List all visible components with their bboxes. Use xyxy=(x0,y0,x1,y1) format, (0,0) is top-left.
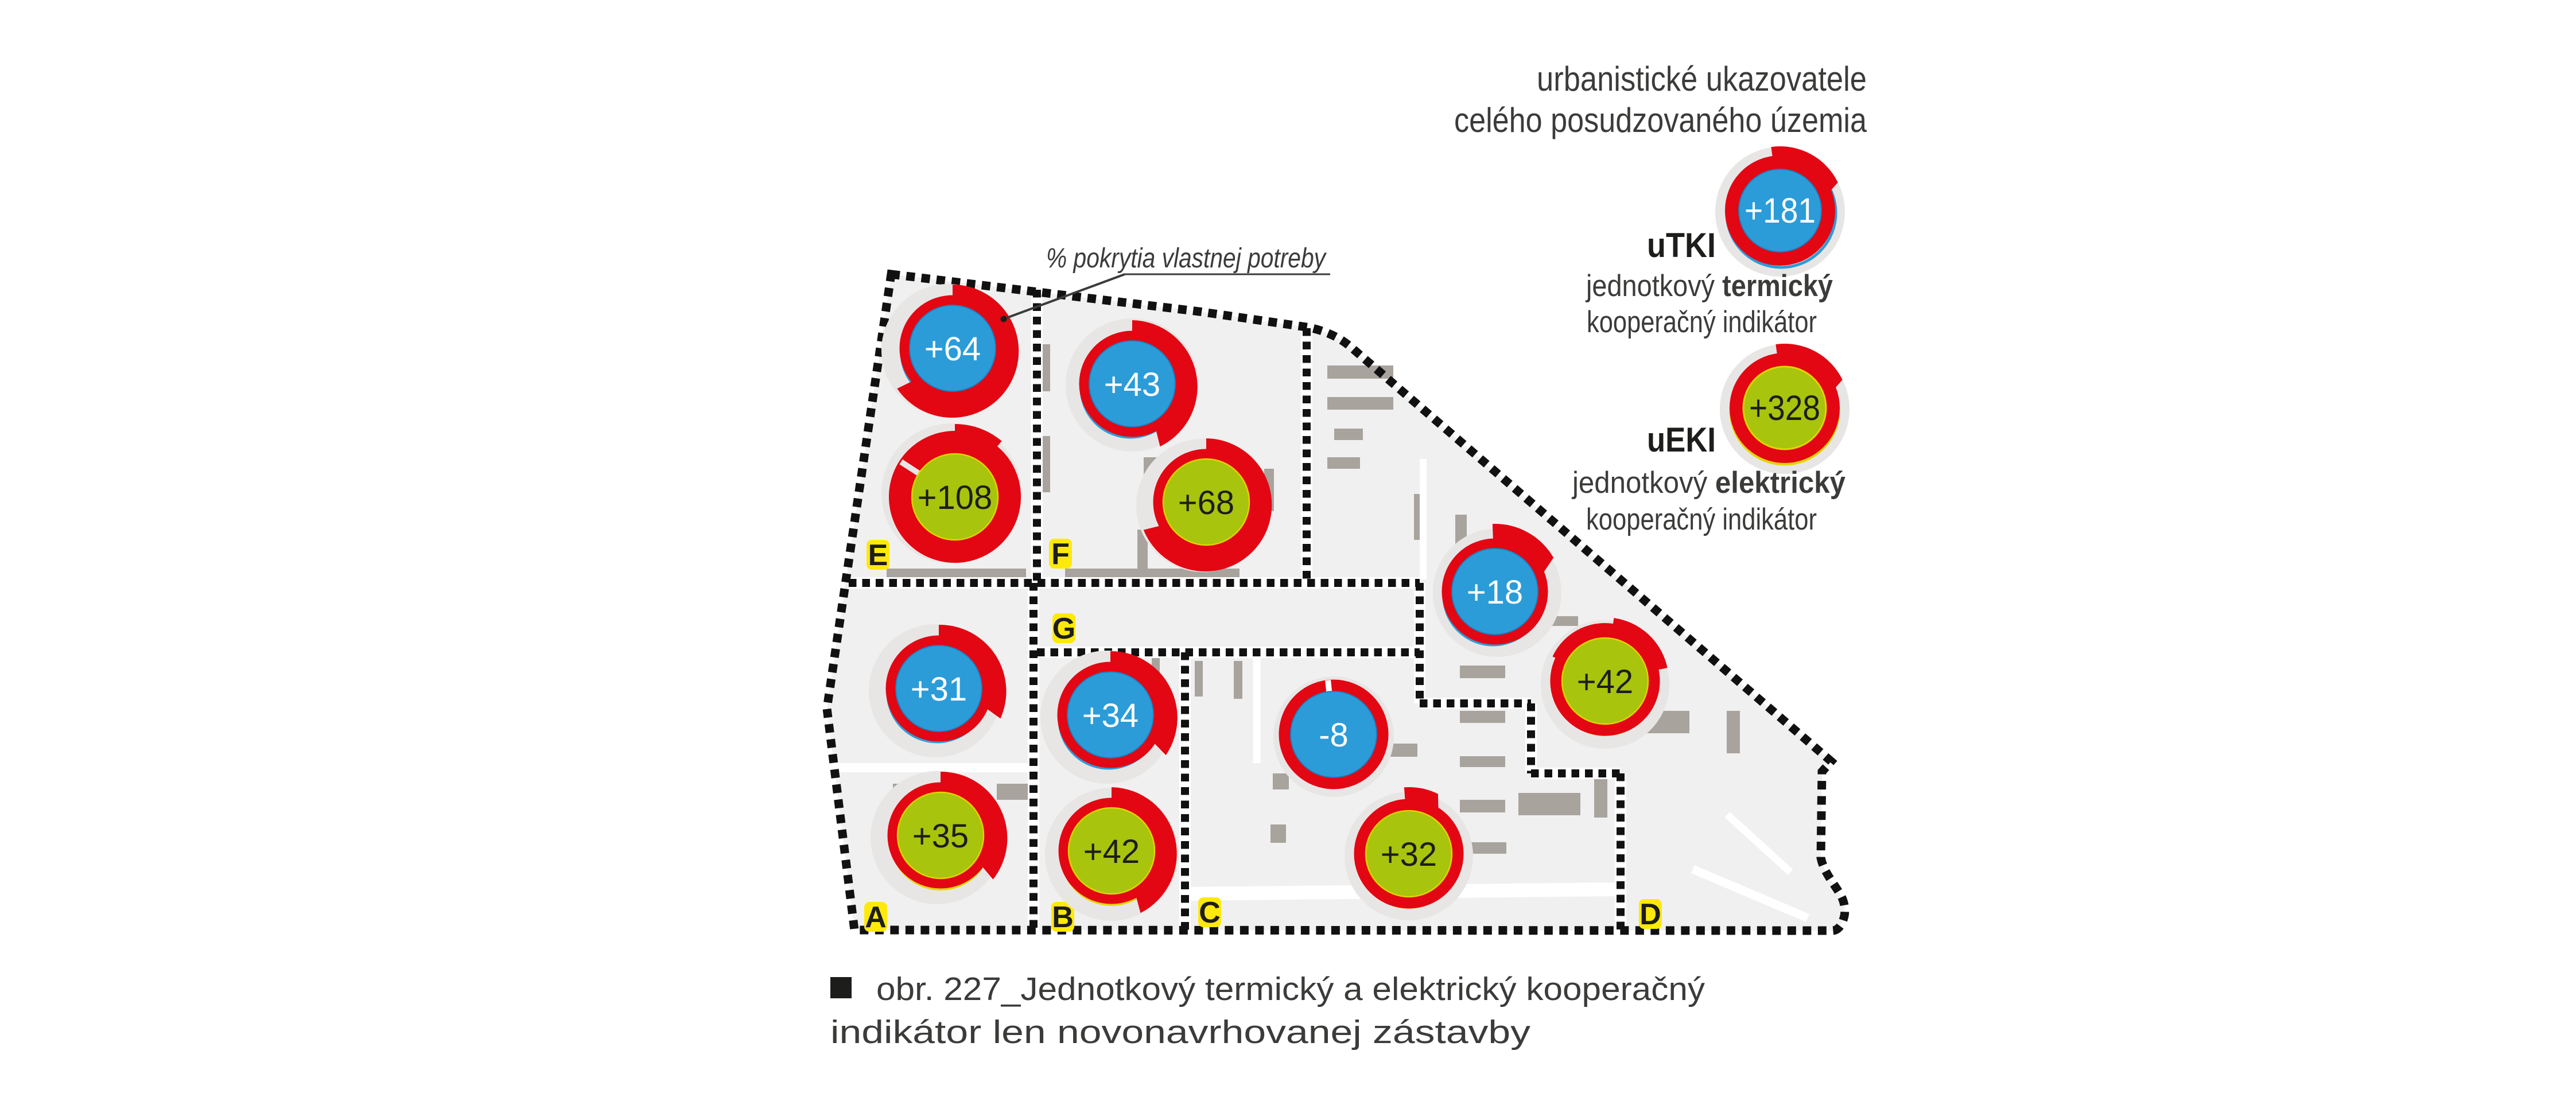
svg-text:+18: +18 xyxy=(1467,574,1523,611)
svg-text:+181: +181 xyxy=(1744,191,1816,230)
svg-text:+42: +42 xyxy=(1083,833,1140,870)
svg-text:F: F xyxy=(1051,538,1070,571)
svg-text:G: G xyxy=(1052,612,1075,645)
svg-text:E: E xyxy=(868,539,888,572)
svg-text:+43: +43 xyxy=(1104,366,1160,403)
svg-text:uEKI: uEKI xyxy=(1647,421,1716,459)
svg-text:indikátor len novonavrhovanej: indikátor len novonavrhovanej zástavby xyxy=(830,1014,1531,1051)
svg-text:D: D xyxy=(1639,898,1661,931)
svg-text:+64: +64 xyxy=(924,330,981,368)
svg-text:obr. 227_Jednotkový termický a: obr. 227_Jednotkový termický a elektrick… xyxy=(876,971,1705,1007)
svg-text:kooperačný indikátor: kooperačný indikátor xyxy=(1586,503,1817,536)
svg-text:+31: +31 xyxy=(911,671,967,708)
svg-text:+34: +34 xyxy=(1082,697,1139,734)
svg-text:jednotkový elektrický: jednotkový elektrický xyxy=(1571,466,1845,500)
svg-text:A: A xyxy=(865,901,887,934)
svg-text:+108: +108 xyxy=(918,479,993,516)
svg-text:% pokrytia vlastnej potreby: % pokrytia vlastnej potreby xyxy=(1046,243,1327,274)
svg-text:+42: +42 xyxy=(1577,663,1633,701)
svg-text:jednotkový termický: jednotkový termický xyxy=(1585,269,1833,303)
svg-text:+68: +68 xyxy=(1178,484,1234,522)
svg-text:C: C xyxy=(1199,896,1221,929)
svg-text:uTKI: uTKI xyxy=(1647,226,1716,264)
svg-text:+35: +35 xyxy=(912,818,969,855)
svg-text:+32: +32 xyxy=(1381,836,1437,873)
svg-text:+328: +328 xyxy=(1749,388,1820,427)
svg-text:celého posudzovaného územia: celého posudzovaného územia xyxy=(1454,101,1867,139)
svg-text:-8: -8 xyxy=(1319,717,1349,754)
svg-text:kooperačný indikátor: kooperačný indikátor xyxy=(1587,305,1817,339)
svg-text:urbanistické ukazovatele: urbanistické ukazovatele xyxy=(1537,60,1867,98)
svg-text:B: B xyxy=(1052,901,1074,934)
